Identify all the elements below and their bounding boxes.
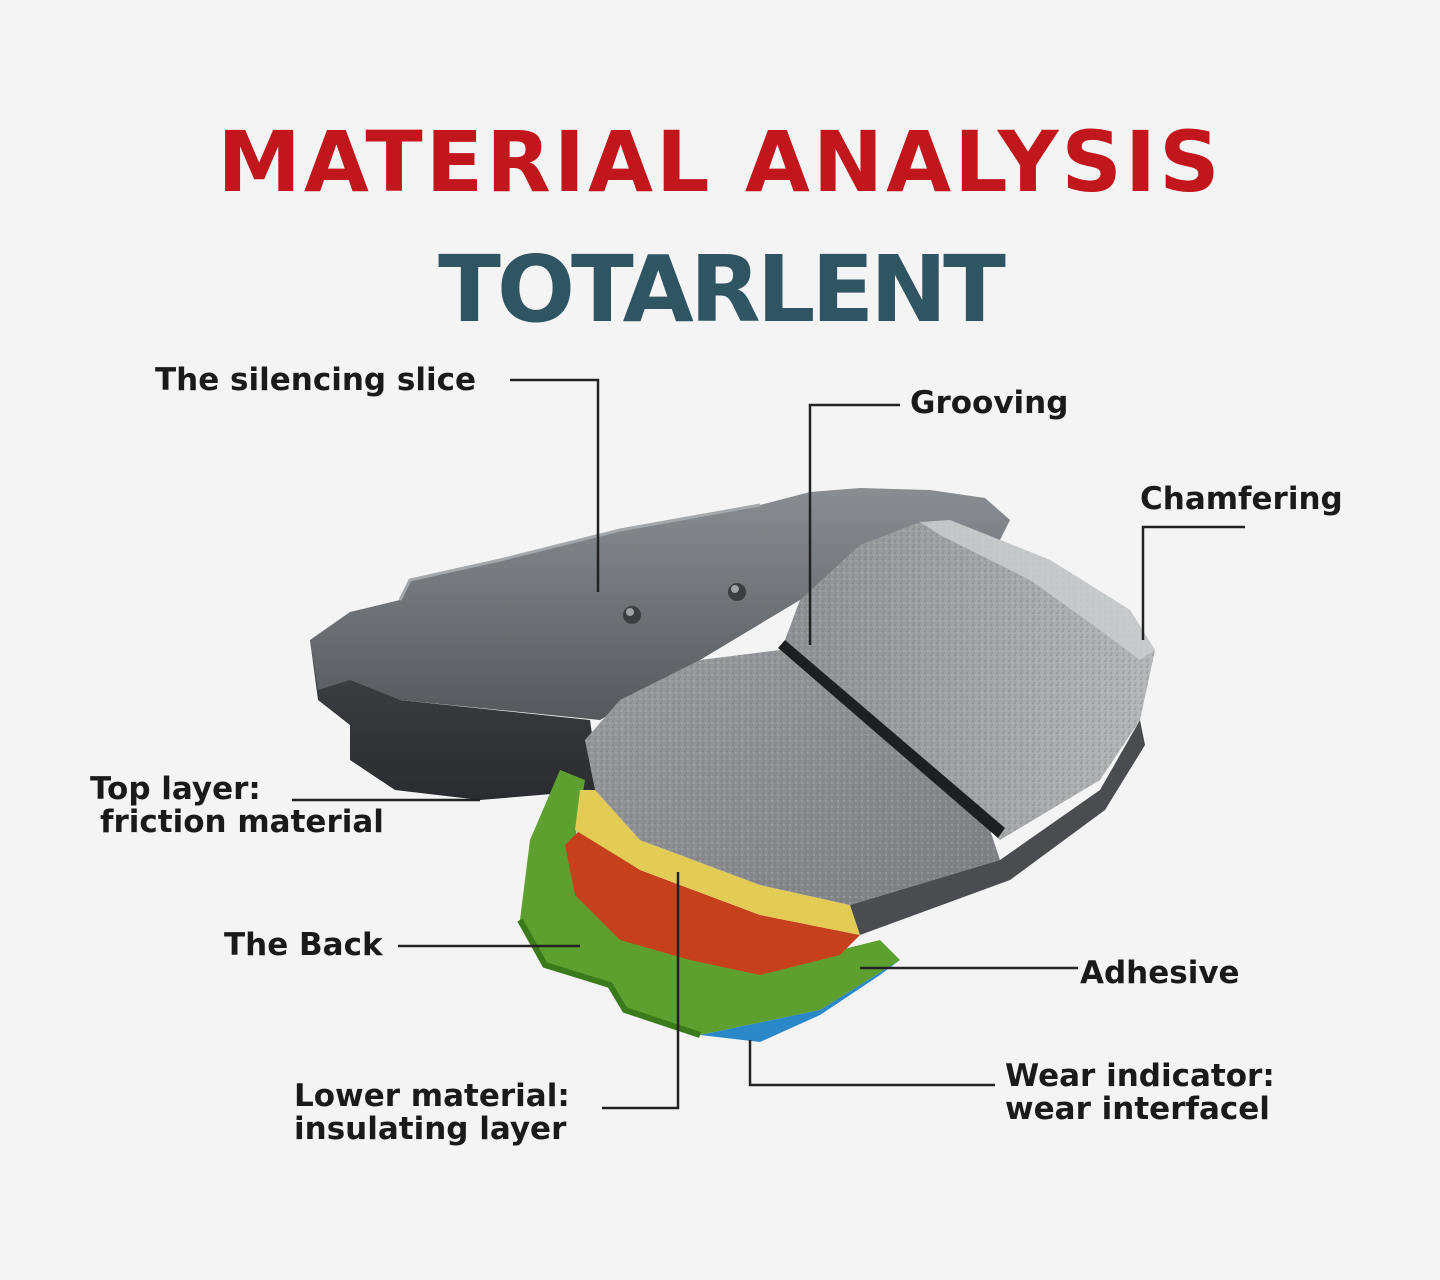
leader-line-wear	[748, 1040, 995, 1087]
label-the-back: The Back	[224, 927, 383, 963]
leader-line-grooving	[808, 403, 900, 645]
label-lower-material-line1: Lower material:	[294, 1078, 570, 1114]
back-layer	[520, 770, 900, 1035]
backing-plate-side	[310, 640, 600, 800]
groove	[778, 640, 1005, 838]
label-top-layer-line2: friction material	[100, 804, 384, 840]
label-silencing-slice: The silencing slice	[155, 362, 476, 398]
chamfer-edge	[920, 520, 1155, 660]
label-chamfering: Chamfering	[1140, 481, 1343, 517]
label-wear-indicator: Wear indicator: wear interfacel	[1005, 1060, 1275, 1126]
label-wear-indicator-line1: Wear indicator:	[1005, 1058, 1275, 1094]
insulating-layer	[565, 830, 860, 975]
label-top-layer: Top layer: friction material	[90, 773, 384, 839]
label-lower-material-line2: insulating layer	[294, 1111, 567, 1147]
label-lower-material: Lower material: insulating layer	[294, 1080, 570, 1146]
label-grooving: Grooving	[910, 385, 1069, 421]
wear-indicator-layer	[700, 960, 900, 1042]
backing-plate	[310, 488, 1010, 720]
label-wear-indicator-line2: wear interfacel	[1005, 1091, 1270, 1127]
label-top-layer-line1: Top layer:	[90, 771, 261, 807]
leader-line-chamfering	[1141, 525, 1245, 640]
leader-line-lower	[602, 872, 680, 1110]
adhesive-layer	[575, 790, 860, 935]
page-title: MATERIAL ANALYSIS	[217, 113, 1223, 211]
label-adhesive: Adhesive	[1080, 955, 1240, 991]
leader-line-silencing	[510, 378, 600, 592]
brand-logo: TOTARLENT	[438, 236, 1006, 343]
